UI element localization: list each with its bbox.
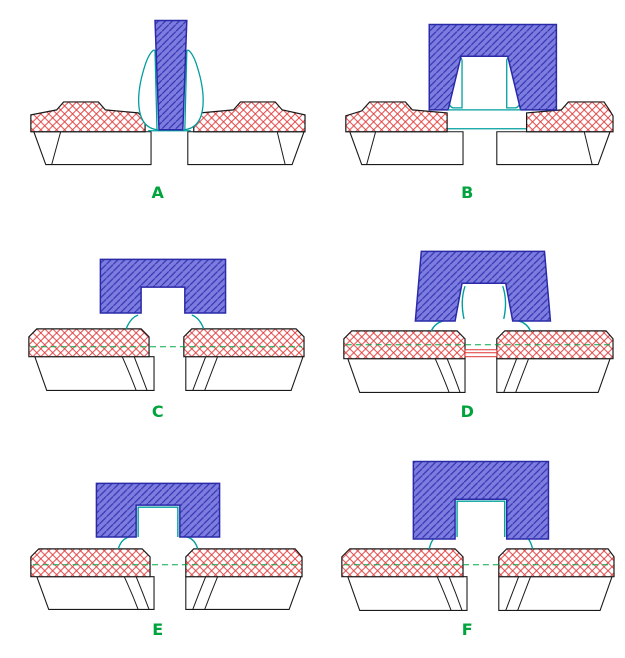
panel-label-a: A: [151, 183, 164, 202]
source-drain-left: [343, 329, 466, 359]
substrate-right: [496, 131, 612, 166]
liner-curve-left: [430, 319, 444, 331]
source-drain-right: [184, 548, 303, 578]
panel-d: D: [316, 227, 620, 436]
substrate: [347, 576, 614, 612]
substrate-right: [187, 131, 305, 166]
substrate-facet-line: [435, 358, 450, 393]
panel-a-diagram: [30, 19, 306, 166]
panel-label-f: F: [461, 620, 473, 640]
substrate-facet-line: [583, 131, 593, 165]
notch-liner: [456, 500, 506, 538]
panel-label-e: E: [152, 620, 164, 640]
source-drain: [345, 101, 614, 133]
substrate-facet-line: [448, 576, 463, 611]
panel-f-diagram: [341, 461, 615, 612]
gate-spacer-left: [137, 49, 158, 131]
substrate-facet-line: [135, 576, 150, 610]
liner-curve-right: [191, 313, 205, 329]
panel-label-d: D: [460, 401, 474, 421]
source-drain-left: [30, 548, 151, 578]
substrate: [349, 131, 612, 166]
source-drain-left: [341, 548, 464, 578]
gate-electrode: [428, 23, 558, 111]
source-drain: [30, 101, 306, 133]
source-drain: [28, 327, 305, 357]
substrate-facet-line: [505, 576, 520, 611]
source-drain: [341, 548, 615, 578]
substrate-facet-line: [446, 358, 461, 393]
source-drain: [30, 548, 303, 578]
substrate-facet-line: [436, 576, 452, 611]
liner: [125, 313, 205, 329]
panel-e-diagram: [30, 482, 303, 611]
panel-label-b: B: [461, 183, 474, 202]
substrate-facet-line: [515, 358, 530, 393]
panel-b: B: [316, 8, 620, 217]
substrate-facet-line: [50, 131, 61, 165]
source-drain-left: [28, 327, 150, 357]
substrate-facet-line: [503, 358, 518, 393]
channel-stripe: [464, 348, 498, 357]
panel-c-diagram: [28, 258, 305, 391]
gate-electrode: [99, 258, 227, 314]
substrate-right: [496, 357, 612, 393]
notch-liner-left: [461, 285, 466, 319]
substrate: [33, 355, 304, 391]
gate-electrode: [412, 461, 550, 541]
substrate-facet-line: [192, 356, 206, 391]
panel-e: E: [6, 445, 310, 654]
substrate-facet-line: [203, 356, 218, 391]
panel-f: F: [316, 445, 620, 654]
liner-curve-left: [117, 536, 130, 550]
substrate: [35, 576, 302, 611]
source-drain-right: [498, 548, 615, 578]
notch-liner: [137, 506, 179, 538]
panel-a: A: [6, 8, 310, 217]
substrate: [32, 131, 305, 166]
liner-curve-left: [125, 313, 139, 329]
substrate: [347, 357, 612, 393]
substrate-facet-line: [517, 576, 532, 611]
panel-label-c: C: [151, 401, 164, 421]
panel-b-diagram: [345, 23, 614, 166]
liner-curve-right: [186, 536, 199, 550]
source-drain-right: [192, 101, 306, 133]
substrate-facet-line: [366, 131, 377, 165]
gate-electrode: [153, 19, 188, 131]
substrate-left: [32, 131, 152, 166]
panel-c: C: [6, 227, 310, 436]
panel-d-diagram: [343, 250, 614, 393]
substrate-right: [185, 576, 302, 611]
substrate-facet-line: [121, 356, 137, 391]
gate-spacer-right: [183, 49, 204, 131]
substrate-right: [498, 576, 614, 612]
liner-curve-right: [518, 319, 532, 331]
source-drain-right: [526, 101, 614, 133]
gate-electrode: [414, 250, 552, 322]
source-drain-left: [345, 101, 448, 133]
substrate-facet-line: [192, 576, 206, 610]
gate-spacers: [137, 49, 204, 131]
substrate-facet-line: [203, 576, 218, 610]
substrate-facet-line: [133, 356, 148, 391]
substrate-left: [349, 131, 464, 166]
source-drain-left: [30, 101, 146, 133]
substrate-facet-line: [276, 131, 286, 165]
notch-liner-right: [502, 285, 507, 319]
source-drain-right: [182, 327, 305, 357]
gate-electrode: [95, 482, 221, 539]
substrate-facet-line: [123, 576, 139, 610]
